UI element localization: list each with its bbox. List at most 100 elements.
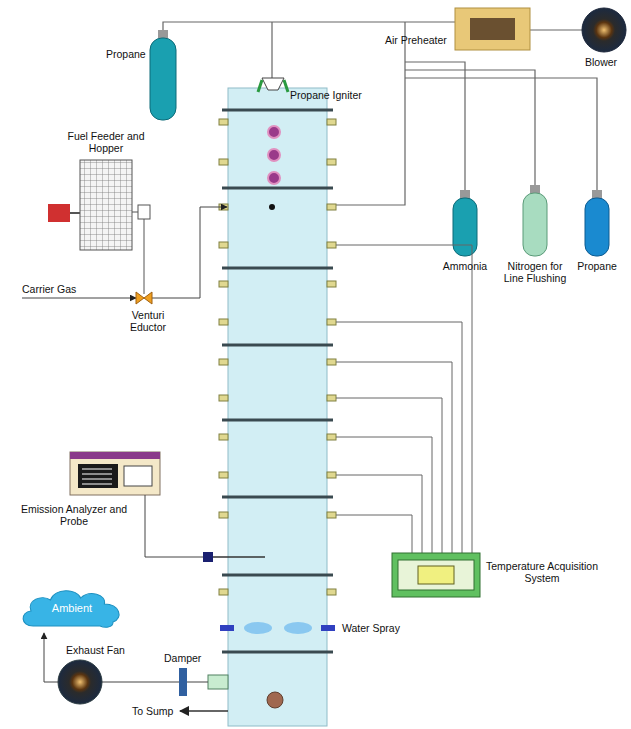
port-fitting	[327, 472, 336, 478]
injection-line	[327, 22, 405, 205]
port-fitting	[219, 281, 228, 287]
venturi-eductor	[136, 292, 152, 304]
carrier-gas-line	[22, 298, 136, 299]
fuel-line	[152, 207, 227, 298]
sump-drain	[180, 710, 228, 712]
component-label: Water Spray	[342, 622, 400, 634]
thermocouple-wire	[336, 437, 432, 553]
column-plate	[222, 187, 333, 190]
fuel-hopper	[80, 160, 132, 250]
port-fitting	[219, 512, 228, 518]
propane-cylinder	[150, 38, 176, 120]
display-window	[418, 566, 454, 584]
sump-port	[267, 692, 283, 708]
temperature-system	[392, 553, 480, 597]
cylinder-valve	[158, 30, 168, 38]
port-fitting	[327, 119, 336, 125]
component-label: Temperature Acquisition System	[484, 560, 600, 584]
component-label: Nitrogen for Line Flushing	[503, 260, 567, 284]
port-fitting	[219, 319, 228, 325]
port-fitting	[327, 242, 336, 248]
propane-line	[163, 22, 455, 36]
nitrogen-cylinder	[523, 193, 547, 256]
propane-cylinder	[585, 198, 609, 256]
port-fitting	[327, 434, 336, 440]
port-fitting	[327, 512, 336, 518]
probe-mount	[203, 552, 213, 562]
port-fitting	[327, 359, 336, 365]
column-plate	[222, 344, 333, 347]
feed-pipe	[144, 219, 145, 294]
port-fitting	[327, 395, 336, 401]
probe-cable	[145, 495, 203, 557]
port-fitting	[219, 359, 228, 365]
component-label: Carrier Gas	[22, 283, 76, 295]
ammonia-line	[405, 62, 465, 198]
port-fitting	[327, 281, 336, 287]
burner-port	[268, 149, 280, 161]
screen-row	[82, 479, 112, 480]
column-plate	[222, 267, 333, 270]
spray-nozzle	[220, 625, 234, 631]
exhaust-fan	[58, 660, 102, 704]
component-label: Venturi Eductor	[120, 309, 176, 333]
column-plate	[222, 651, 333, 654]
motor-shaft	[70, 212, 80, 214]
combustion-column	[228, 88, 327, 726]
screen-row	[82, 484, 112, 485]
igniter-flame	[258, 80, 288, 92]
component-label: Damper	[164, 652, 201, 664]
analyzer-panel	[124, 466, 152, 486]
propane-igniter	[262, 78, 284, 90]
thermocouple-wire	[336, 322, 462, 553]
port-fitting	[219, 589, 228, 595]
thermocouple-wire	[336, 245, 472, 553]
spray-nozzle	[321, 625, 335, 631]
port-fitting	[327, 159, 336, 165]
feed-pipe	[132, 212, 138, 213]
component-label: Air Preheater	[385, 34, 447, 46]
analyzer-screen	[78, 464, 118, 488]
thermocouple-wires	[336, 245, 472, 553]
thermocouple-wire	[336, 362, 452, 553]
thermocouple-wire	[336, 515, 412, 553]
probe	[213, 556, 265, 558]
feed-valve	[138, 205, 150, 219]
node-text: Ambient	[18, 602, 126, 614]
port-fitting	[219, 395, 228, 401]
blower-duct	[530, 29, 582, 30]
air-preheater	[455, 8, 530, 50]
port-fitting	[219, 434, 228, 440]
spray-plume	[244, 622, 272, 634]
screen-row	[82, 469, 112, 470]
component-label: Emission Analyzer and Probe	[18, 503, 130, 527]
component-label: Fuel Feeder and Hopper	[56, 130, 156, 154]
component-label: Propane Igniter	[290, 89, 362, 101]
ammonia-cylinder	[453, 198, 477, 256]
blower	[582, 8, 626, 52]
port-fitting	[219, 242, 228, 248]
temperature-display	[398, 560, 474, 590]
burner-ports	[268, 126, 280, 184]
cloud-node: Ambient	[18, 586, 126, 630]
column-plate	[222, 109, 333, 112]
screen-rows	[82, 469, 112, 484]
burner-port	[268, 126, 280, 138]
emission-analyzer	[70, 452, 160, 495]
exhaust-port	[208, 675, 228, 689]
port-fitting	[327, 204, 336, 210]
component-label: Exhaust Fan	[66, 644, 125, 656]
port-fittings	[219, 119, 336, 595]
propane-line	[405, 78, 597, 198]
component-label: Propane	[572, 260, 622, 272]
igniter-feed	[271, 22, 272, 78]
thermocouple-wire	[336, 475, 422, 553]
component-label: Propane	[106, 48, 146, 60]
component-label: Blower	[585, 56, 617, 68]
port-fitting	[219, 472, 228, 478]
port-fitting	[327, 319, 336, 325]
exhaust-duct	[102, 681, 208, 682]
component-label: To Sump	[132, 705, 173, 717]
analyzer-top	[70, 452, 160, 459]
